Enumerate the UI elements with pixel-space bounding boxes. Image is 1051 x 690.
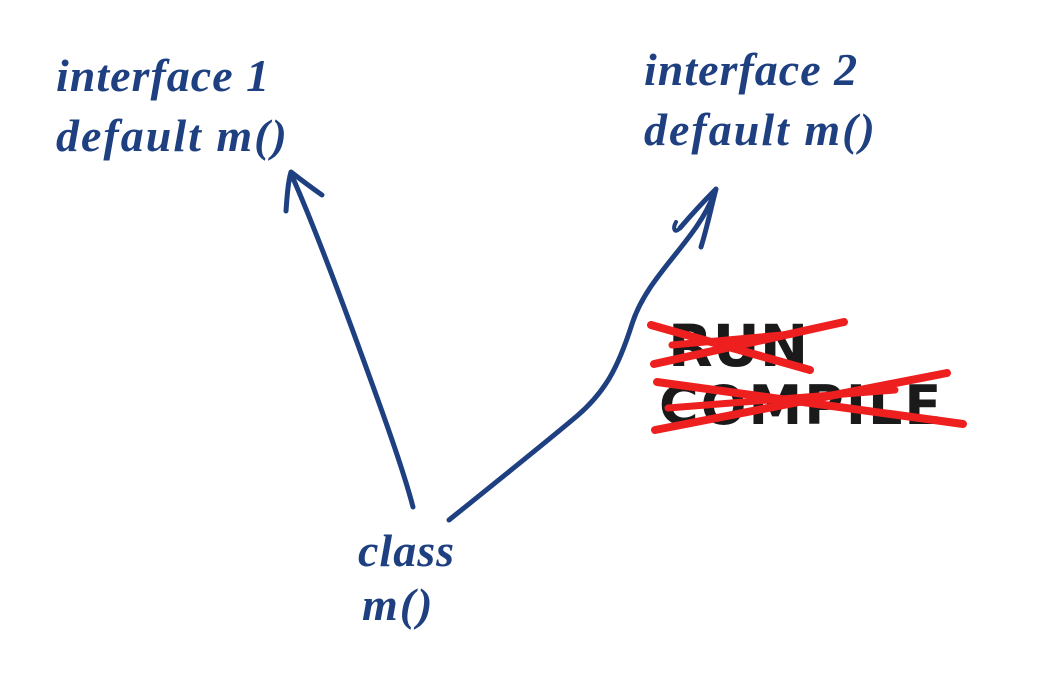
interface2-method: default m() xyxy=(644,104,877,155)
interface2-title: interface 2 xyxy=(644,44,859,95)
node-interface1: interface 1 default m() xyxy=(56,46,289,166)
arrow-class-to-interface1 xyxy=(289,173,416,510)
class-title: class xyxy=(358,525,455,576)
arrowhead-interface1 xyxy=(283,169,325,214)
label-compile: COMPILE xyxy=(659,374,944,437)
class-method: m() xyxy=(362,579,435,630)
interface1-method: default m() xyxy=(56,110,289,161)
node-class: class m() xyxy=(358,524,455,632)
label-run: RUN xyxy=(668,312,809,380)
arrowhead-interface2-curl xyxy=(672,220,682,233)
arrowhead-interface2 xyxy=(677,186,719,250)
node-interface2: interface 2 default m() xyxy=(644,40,877,160)
interface1-title: interface 1 xyxy=(56,50,271,101)
